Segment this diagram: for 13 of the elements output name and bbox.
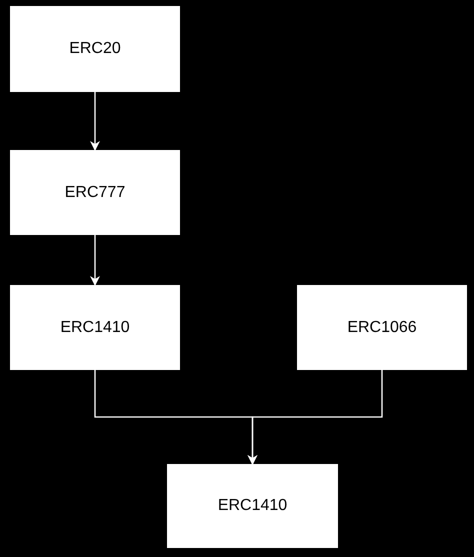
node-label: ERC1410: [60, 318, 130, 336]
node-label: ERC1410: [218, 497, 288, 515]
node-label: ERC777: [64, 184, 126, 202]
arrow: [248, 370, 383, 465]
process-box: [10, 285, 180, 370]
process-box: [297, 285, 467, 370]
process-box: [167, 464, 338, 548]
process-box: [10, 6, 180, 92]
arrow: [90, 92, 100, 151]
node-label: ERC20: [69, 40, 121, 58]
node-label: ERC1066: [347, 318, 417, 336]
arrow: [90, 235, 100, 286]
process-box: [10, 150, 180, 235]
